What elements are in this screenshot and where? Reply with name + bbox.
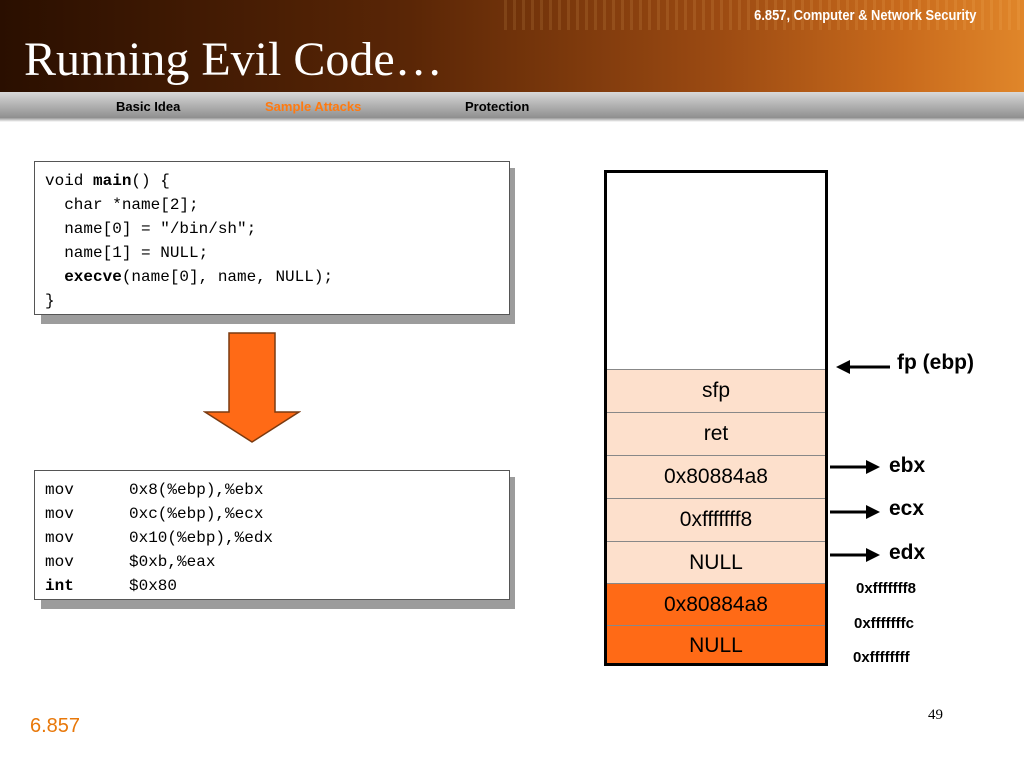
asm-args: 0x10(%ebp),%edx bbox=[129, 529, 274, 547]
asm-args: $0xb,%eax bbox=[129, 553, 216, 571]
pointer-label-ecx: ecx bbox=[889, 497, 925, 520]
asm-op: mov bbox=[45, 481, 74, 499]
code-line: char *name[2]; bbox=[45, 196, 199, 214]
address-label: 0xffffffff bbox=[853, 649, 910, 666]
arrow-right-icon bbox=[830, 548, 880, 562]
stack-cell-injected: NULL bbox=[607, 625, 825, 663]
nav-item-protection[interactable]: Protection bbox=[465, 99, 530, 114]
asm-args: $0x80 bbox=[129, 577, 178, 595]
asm-line: mov 0xc(%ebp),%ecx bbox=[45, 502, 509, 526]
pointer-label-fp: fp (ebp) bbox=[897, 351, 974, 374]
pointer-label-edx: edx bbox=[889, 541, 926, 564]
asm-op: int bbox=[45, 577, 74, 595]
stack-cell: 0xfffffff8 bbox=[607, 498, 825, 541]
arrow-right-icon bbox=[830, 460, 880, 474]
asm-line: mov 0x10(%ebp),%edx bbox=[45, 526, 509, 550]
code-text: (name[0], name, NULL); bbox=[121, 268, 334, 286]
address-label: 0xfffffff8 bbox=[856, 580, 916, 597]
nav-item-sample-attacks[interactable]: Sample Attacks bbox=[265, 99, 362, 114]
stack-diagram: sfp ret 0x80884a8 0xfffffff8 NULL 0x8088… bbox=[604, 170, 828, 666]
code-line: void main() { bbox=[45, 169, 509, 193]
stack-cell: NULL bbox=[607, 541, 825, 584]
footer-course-label: 6.857 bbox=[30, 715, 81, 737]
asm-line: mov $0xb,%eax bbox=[45, 550, 509, 574]
nav-bar-shadow bbox=[0, 118, 1024, 122]
asm-args: 0xc(%ebp),%ecx bbox=[129, 505, 264, 523]
stack-cell-injected: 0x80884a8 bbox=[607, 583, 825, 626]
pointer-label-ebx: ebx bbox=[889, 454, 926, 477]
code-keyword: main bbox=[93, 172, 132, 190]
nav-bar: Basic Idea Sample Attacks Protection bbox=[0, 92, 1024, 118]
nav-item-basic-idea[interactable]: Basic Idea bbox=[116, 99, 181, 114]
asm-args: 0x8(%ebp),%ebx bbox=[129, 481, 264, 499]
down-arrow-icon bbox=[203, 332, 301, 443]
stack-cell-ret: ret bbox=[607, 412, 825, 455]
arrow-right-icon bbox=[830, 505, 880, 519]
code-line: name[0] = "/bin/sh"; bbox=[45, 220, 257, 238]
code-line: } bbox=[45, 292, 55, 310]
arrow-left-icon bbox=[836, 360, 890, 374]
code-text: () { bbox=[131, 172, 170, 190]
stack-cell-sfp: sfp bbox=[607, 369, 825, 412]
asm-code-box: mov 0x8(%ebp),%ebx mov 0xc(%ebp),%ecx mov 0… bbox=[34, 470, 510, 600]
stack-cell: 0x80884a8 bbox=[607, 455, 825, 498]
code-text bbox=[45, 268, 64, 286]
code-line: execve(name[0], name, NULL); bbox=[45, 265, 509, 289]
c-code-box: void main() { char *name[2]; name[0] = "… bbox=[34, 161, 510, 315]
asm-op: mov bbox=[45, 529, 74, 547]
slide-header: 6.857, Computer & Network Security Runni… bbox=[0, 0, 1024, 92]
address-label: 0xfffffffc bbox=[854, 615, 914, 632]
course-name: 6.857, Computer & Network Security bbox=[753, 7, 976, 24]
asm-line: int $0x80 bbox=[45, 574, 509, 598]
asm-op: mov bbox=[45, 505, 74, 523]
asm-line: mov 0x8(%ebp),%ebx bbox=[45, 478, 509, 502]
header-texture bbox=[504, 0, 1024, 30]
code-keyword: execve bbox=[64, 268, 122, 286]
code-text: void bbox=[45, 172, 94, 190]
page-number: 49 bbox=[928, 707, 943, 723]
code-line: name[1] = NULL; bbox=[45, 244, 209, 262]
slide-title: Running Evil Code… bbox=[24, 33, 443, 86]
asm-op: mov bbox=[45, 553, 74, 571]
